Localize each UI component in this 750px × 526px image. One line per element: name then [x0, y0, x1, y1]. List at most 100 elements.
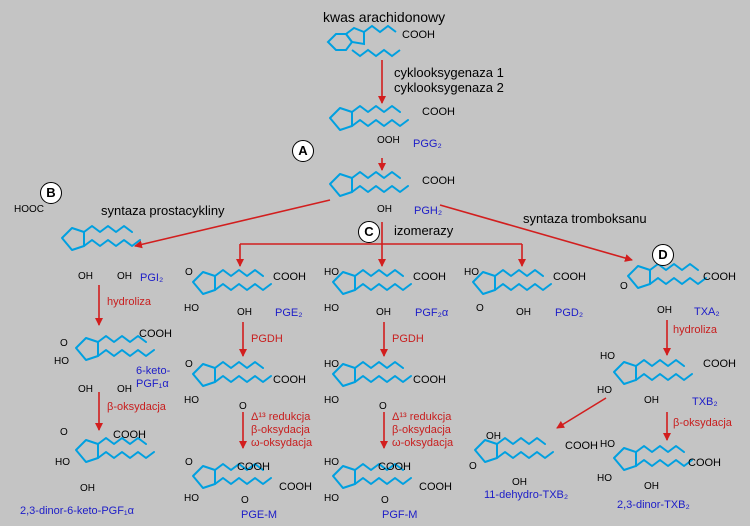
arrow-pgh2-to-pgi2 [134, 199, 331, 249]
group-oh: OH [657, 305, 672, 316]
group-ho: HO [600, 439, 615, 450]
molecule-txb2 [613, 359, 693, 385]
reaction-beta-ox-tx: β-oksydacja [673, 417, 732, 429]
label-pge-m: PGE-M [241, 509, 278, 521]
enzyme-cox1: cyklooksygenaza 1 [394, 65, 504, 80]
enzyme-cox2: cyklooksygenaza 2 [394, 80, 504, 95]
group-ho: HO [324, 395, 339, 406]
group-cooh: COOH [139, 328, 172, 340]
molecule-arachidonic-acid [326, 24, 401, 58]
group-cooh: COOH [553, 271, 586, 283]
group-ho: HO [184, 395, 199, 406]
group-cooh: COOH [703, 358, 736, 370]
group-oh: OH [80, 483, 95, 494]
group-oh: OH [78, 384, 93, 395]
group-ho: HO [324, 359, 339, 370]
label-pgh2: PGH₂ [414, 205, 443, 217]
group-o: O [185, 457, 193, 468]
reaction-hydrolysis-tx: hydroliza [673, 324, 718, 336]
label-pgf2a: PGF₂α [415, 307, 449, 319]
group-cooh: COOH [565, 440, 598, 452]
group-oh: OH [377, 204, 392, 215]
group-ho: HO [184, 303, 199, 314]
label-pgg2: PGG₂ [413, 138, 442, 150]
group-cooh: COOH [413, 271, 446, 283]
group-oh: OH [117, 384, 132, 395]
group-cooh: COOH [273, 271, 306, 283]
label-pgi2: PGI₂ [140, 272, 164, 284]
molecule-dinor-txb2 [613, 445, 693, 471]
molecule-dinor-keto [75, 437, 155, 463]
group-oh: OH [117, 271, 132, 282]
group-cooh: COOH [422, 106, 455, 118]
label-pgf-m: PGF-M [382, 509, 418, 521]
group-o: O [185, 267, 193, 278]
group-ho: HO [324, 267, 339, 278]
molecule-pge2 [192, 269, 272, 295]
group-ho: HO [324, 457, 339, 468]
enzyme-isomerases: izomerazy [394, 223, 454, 238]
group-o: O [60, 338, 68, 349]
enzyme-prostacyclin-synthase: syntaza prostacykliny [101, 203, 225, 218]
molecule-pgf-reduced [332, 361, 412, 387]
group-ho: HO [464, 267, 479, 278]
molecule-pgi2 [61, 225, 141, 251]
group-hooc: HOOC [14, 204, 44, 215]
label-pgd2: PGD₂ [555, 307, 584, 319]
group-ho: HO [600, 351, 615, 362]
marker-d: D [652, 244, 674, 266]
group-oh: OH [237, 307, 252, 318]
reaction-hydrolysis: hydroliza [107, 296, 152, 308]
group-cooh: COOH [413, 374, 446, 386]
reaction-beta-ox-e: β-oksydacja [251, 424, 310, 436]
group-cooh: COOH [113, 429, 146, 441]
reaction-d13-f: Δ¹³ redukcja [392, 411, 452, 423]
group-ho: HO [597, 473, 612, 484]
group-cooh: COOH [419, 481, 452, 493]
group-oh: OH [486, 431, 501, 442]
reaction-omega-ox-e: ω-oksydacja [251, 437, 313, 449]
label-pge2: PGE₂ [275, 307, 303, 319]
group-ho: HO [54, 356, 69, 367]
marker-c: C [358, 221, 380, 243]
molecule-pgg2 [329, 105, 409, 131]
group-o: O [239, 401, 247, 412]
group-cooh: COOH [273, 374, 306, 386]
group-ho: HO [55, 457, 70, 468]
arrows [95, 60, 671, 449]
group-o: O [381, 495, 389, 506]
reaction-omega-ox-f: ω-oksydacja [392, 437, 454, 449]
group-ho: HO [597, 385, 612, 396]
group-ho: HO [324, 303, 339, 314]
reaction-d13-e: Δ¹³ redukcja [251, 411, 311, 423]
group-o: O [241, 495, 249, 506]
group-oh: OH [376, 307, 391, 318]
group-o: O [60, 427, 68, 438]
group-o: O [620, 281, 628, 292]
label-dehydro-txb2: 11-dehydro-TXB₂ [484, 489, 569, 501]
label-txa2: TXA₂ [694, 306, 720, 318]
group-ho: HO [324, 493, 339, 504]
group-o: O [476, 303, 484, 314]
enzyme-thromboxane-synthase: syntaza tromboksanu [523, 211, 647, 226]
reaction-pgdh-e: PGDH [251, 333, 283, 345]
molecule-pgd2 [472, 269, 552, 295]
label-keto-line2: PGF₁α [136, 378, 169, 390]
group-cooh: COOH [279, 481, 312, 493]
group-o: O [185, 359, 193, 370]
group-oh: OH [644, 395, 659, 406]
group-oh: OH [516, 307, 531, 318]
label-txb2: TXB₂ [692, 396, 718, 408]
group-cooh: COOH [237, 461, 270, 473]
label-dinor-txb2: 2,3-dinor-TXB₂ [617, 499, 690, 511]
arrow-pgh2-to-txa2 [439, 204, 633, 262]
group-o: O [379, 401, 387, 412]
group-oh: OH [644, 481, 659, 492]
group-ooh: OOH [377, 135, 400, 146]
group-cooh: COOH [402, 29, 435, 41]
group-o: O [469, 461, 477, 472]
group-cooh: COOH [688, 457, 721, 469]
label-keto-line1: 6-keto- [136, 365, 171, 377]
label-dinor-keto: 2,3-dinor-6-keto-PGF₁α [20, 505, 134, 517]
